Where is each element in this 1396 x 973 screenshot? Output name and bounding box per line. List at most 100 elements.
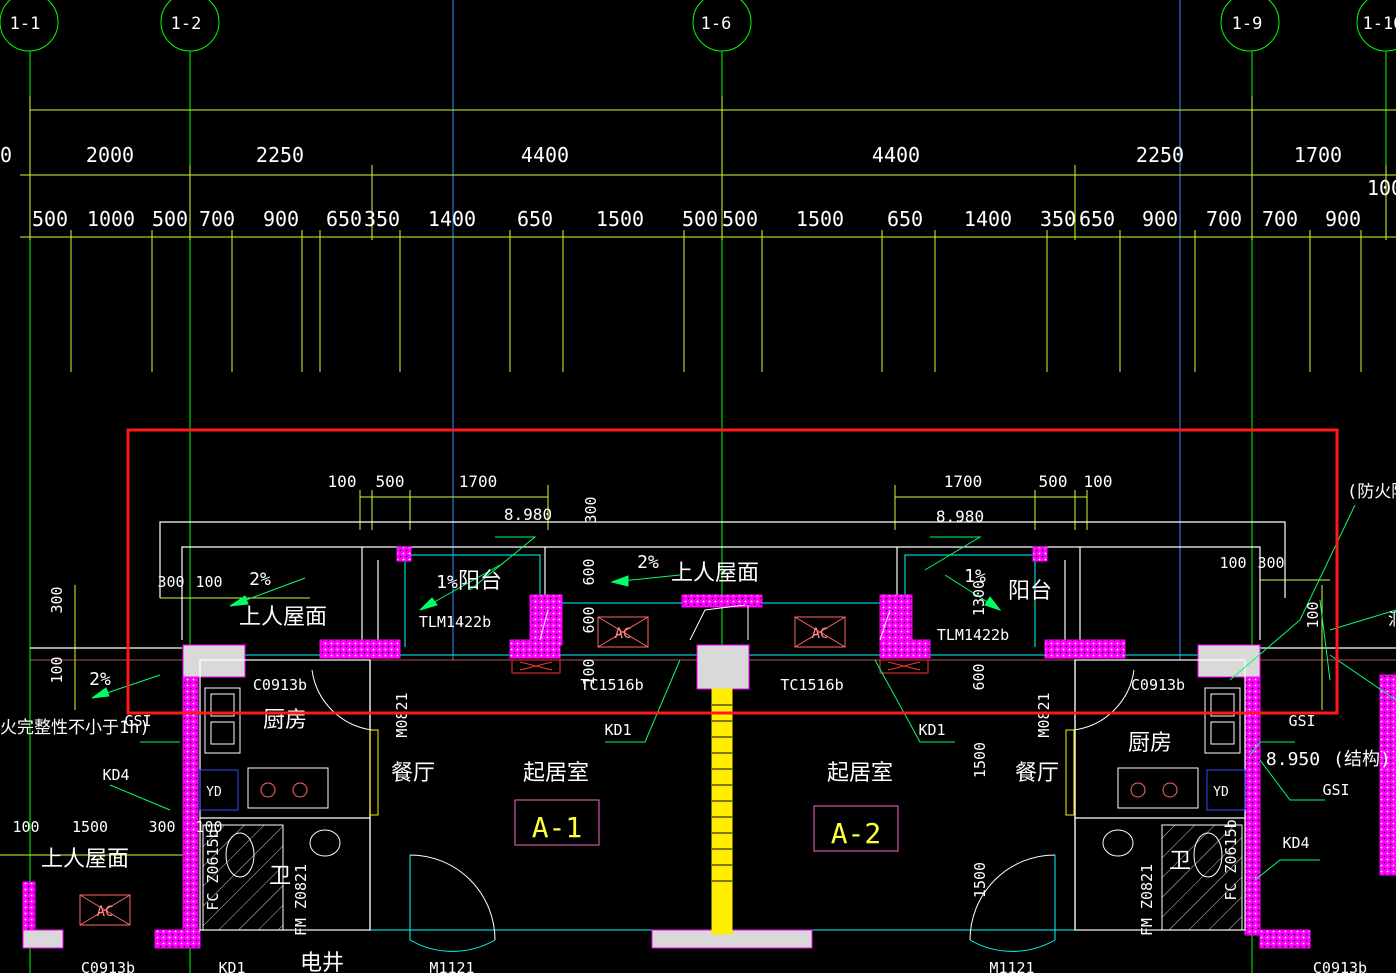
axis-label: 1-2 [171, 14, 202, 34]
svg-text:500: 500 [722, 207, 758, 231]
svg-text:2%: 2% [89, 669, 111, 690]
svg-text:100: 100 [580, 658, 598, 685]
svg-text:TC1516b: TC1516b [780, 676, 843, 694]
slope-labels: 2% 2% 1% 1% 2% [89, 552, 986, 690]
svg-text:厨房: 厨房 [1128, 731, 1172, 756]
room-labels: 上人屋面 上人屋面 阳台 阳台 上人屋面 厨房 厨房 餐厅 餐厅 起居室 起居室… [41, 561, 1191, 973]
axis-bubble-1-1 [0, 0, 59, 52]
svg-text:餐厅: 餐厅 [1015, 761, 1059, 786]
svg-text:650: 650 [326, 207, 362, 231]
svg-text:600: 600 [970, 663, 988, 690]
svg-text:AC: AC [615, 626, 632, 642]
svg-text:900: 900 [1142, 207, 1178, 231]
ac-labels: AC AC AC [97, 626, 829, 920]
svg-text:FM Z0821: FM Z0821 [292, 864, 310, 936]
svg-text:KD1: KD1 [218, 959, 245, 973]
svg-text:1700: 1700 [1294, 143, 1342, 167]
axis-label: 1-1 [10, 14, 41, 34]
dimension-texts-balcony: 100 500 1700 1700 500 100 [328, 472, 1113, 491]
svg-text:C0913b: C0913b [81, 959, 135, 973]
svg-text:电井: 电井 [300, 951, 344, 973]
svg-text:AC: AC [812, 626, 829, 642]
svg-text:KD1: KD1 [918, 721, 945, 739]
leader-lines [109, 504, 1396, 881]
svg-text:C0913b: C0913b [253, 676, 307, 694]
svg-text:100: 100 [195, 818, 222, 836]
svg-text:1%: 1% [436, 572, 458, 593]
roof-outline [30, 521, 1396, 661]
bath-fixtures [202, 824, 1243, 931]
svg-text:KD4: KD4 [102, 766, 129, 784]
dimension-texts-top: 0 2000 2250 4400 4400 2250 1700 100 [0, 143, 1396, 200]
svg-text:M0821: M0821 [393, 692, 411, 737]
dimension-lines [0, 96, 1396, 856]
svg-text:(结构): (结构) [1333, 749, 1391, 770]
svg-text:上人屋面: 上人屋面 [239, 605, 327, 630]
svg-text:100: 100 [1367, 176, 1396, 200]
unit-tag-a2: A-2 [813, 805, 899, 852]
svg-text:起居室: 起居室 [827, 761, 893, 786]
svg-text:100: 100 [12, 818, 39, 836]
svg-text:1500: 1500 [796, 207, 844, 231]
svg-text:TLM1422b: TLM1422b [937, 626, 1009, 644]
svg-text:500: 500 [682, 207, 718, 231]
unit-tag-a1: A-1 [514, 799, 600, 846]
svg-text:A-2: A-2 [831, 817, 882, 850]
svg-text:300: 300 [157, 573, 184, 591]
svg-text:餐厅: 餐厅 [391, 761, 435, 786]
svg-text:M1121: M1121 [429, 959, 474, 973]
svg-text:TLM1422b: TLM1422b [419, 613, 491, 631]
svg-text:上人屋面: 上人屋面 [41, 847, 129, 872]
slope-arrows [91, 564, 1002, 699]
svg-text:阳台: 阳台 [458, 569, 502, 594]
svg-text:FC Z0615b: FC Z0615b [204, 829, 222, 910]
svg-text:350: 350 [1040, 207, 1076, 231]
svg-text:洞: 洞 [1388, 610, 1396, 630]
svg-text:4400: 4400 [872, 143, 920, 167]
axis-label: 1-9 [1232, 14, 1263, 34]
svg-text:2250: 2250 [256, 143, 304, 167]
svg-text:500: 500 [1039, 472, 1068, 491]
svg-text:1400: 1400 [964, 207, 1012, 231]
svg-text:100: 100 [48, 656, 66, 683]
svg-text:GSI: GSI [124, 712, 151, 730]
svg-text:900: 900 [263, 207, 299, 231]
svg-text:650: 650 [887, 207, 923, 231]
svg-text:C0913b: C0913b [1131, 676, 1185, 694]
svg-text:1700: 1700 [459, 472, 498, 491]
center-wall [711, 688, 733, 935]
walls [22, 546, 1396, 949]
elevation-labels: 8.980 8.980 8.950 (结构) [504, 505, 1391, 770]
svg-text:C0913b: C0913b [1313, 959, 1367, 973]
svg-text:2%: 2% [637, 552, 659, 573]
svg-text:900: 900 [1325, 207, 1361, 231]
svg-text:700: 700 [1262, 207, 1298, 231]
svg-text:100: 100 [1219, 554, 1246, 572]
svg-text:700: 700 [1206, 207, 1242, 231]
svg-text:M0821: M0821 [1035, 692, 1053, 737]
svg-text:300: 300 [148, 818, 175, 836]
doors-windows [311, 604, 1135, 952]
svg-text:500: 500 [32, 207, 68, 231]
svg-text:1400: 1400 [428, 207, 476, 231]
svg-text:300: 300 [48, 586, 66, 613]
svg-text:YD: YD [1213, 785, 1229, 800]
kitchen-fixtures [199, 687, 1246, 811]
svg-text:600: 600 [580, 606, 598, 633]
svg-text:100: 100 [328, 472, 357, 491]
svg-text:300: 300 [582, 496, 600, 523]
dimension-ticks [70, 230, 1362, 372]
svg-text:YD: YD [206, 785, 222, 800]
axis-label: 1-6 [701, 14, 732, 34]
svg-text:M1121: M1121 [989, 959, 1034, 973]
axis-bubble-1-9 [1220, 0, 1280, 52]
svg-text:2250: 2250 [1136, 143, 1184, 167]
svg-text:起居室: 起居室 [523, 761, 589, 786]
svg-text:GSI: GSI [1288, 712, 1315, 730]
svg-text:4400: 4400 [521, 143, 569, 167]
svg-text:100: 100 [1304, 601, 1322, 628]
svg-text:650: 650 [1079, 207, 1115, 231]
svg-text:卫: 卫 [269, 864, 291, 889]
dimension-texts-second: 500 1000 500 700 900 650 350 1400 650 15… [32, 207, 1361, 231]
